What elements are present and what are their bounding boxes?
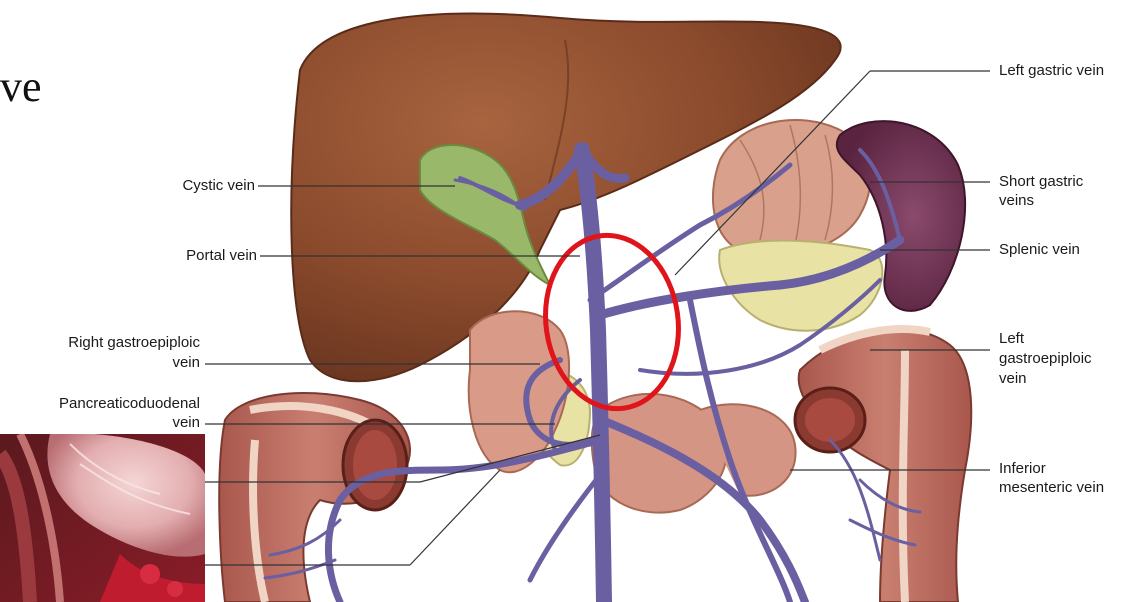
label-cystic-vein: Cystic vein [130,177,255,195]
label-short-gastric-veins-line1: Short gastric [999,173,1083,191]
label-inferior-mesenteric-line2: mesenteric vein [999,479,1104,497]
label-short-gastric-veins-line2: veins [999,192,1034,210]
intraoperative-photo [0,434,205,602]
label-splenic-vein: Splenic vein [999,241,1080,259]
label-left-gastroepiploic-line2: gastroepiploic [999,350,1092,368]
label-left-gastric-vein: Left gastric vein [999,62,1104,80]
label-pancreaticoduodenal-line2: vein [10,414,200,432]
label-right-gastroepiploic-line1: Right gastroepiploic [10,334,200,352]
label-left-gastroepiploic-line3: vein [999,370,1027,388]
label-right-gastroepiploic-line2: vein [10,354,200,372]
label-portal-vein: Portal vein [130,247,257,265]
descending-colon [799,329,972,602]
label-pancreaticoduodenal-line1: Pancreaticoduodenal [10,395,200,413]
label-left-gastroepiploic-line1: Left [999,330,1024,348]
label-inferior-mesenteric-line1: Inferior [999,460,1046,478]
